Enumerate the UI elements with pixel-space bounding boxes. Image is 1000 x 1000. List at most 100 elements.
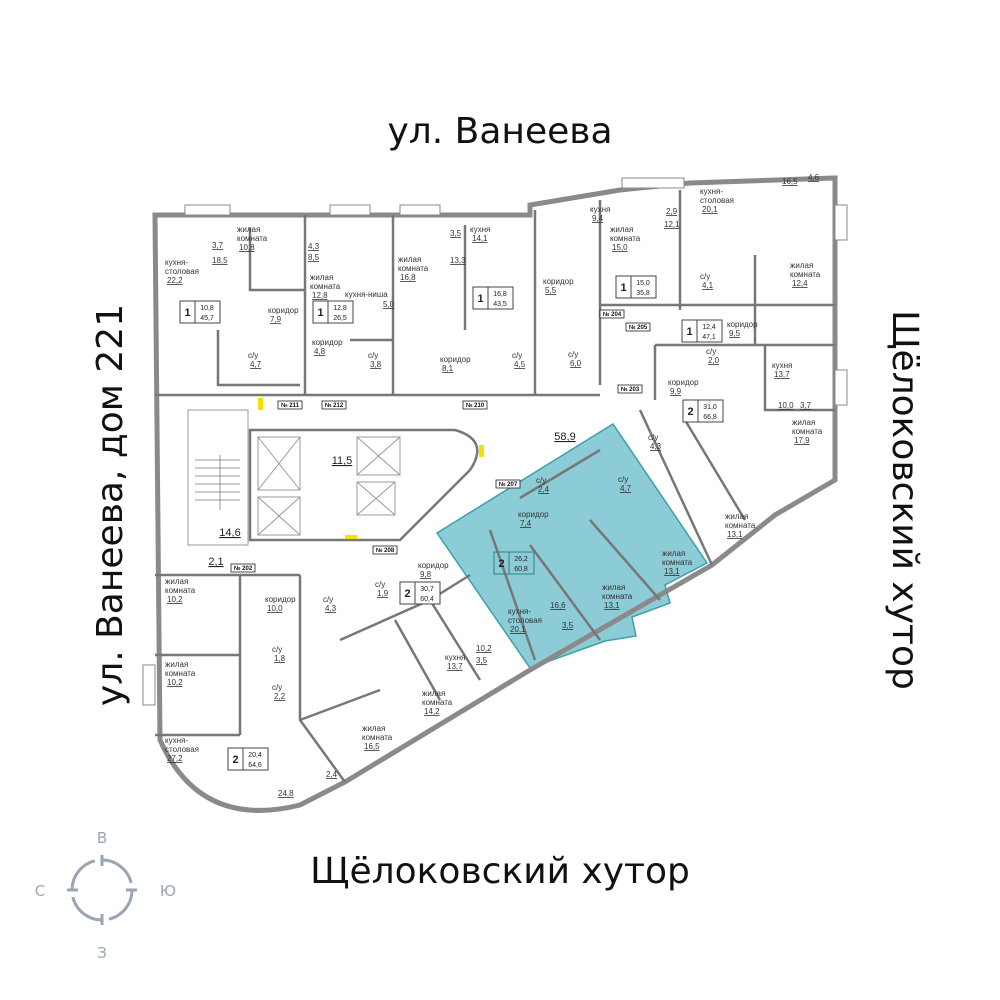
room-name: кухня xyxy=(470,225,490,234)
door-number-frame xyxy=(321,400,347,410)
building-core xyxy=(187,398,484,546)
room-area: 13,1 xyxy=(727,530,743,539)
room-name: коридор xyxy=(440,355,471,364)
room-name: с/у xyxy=(512,351,522,360)
room-name: комната xyxy=(362,733,393,742)
room-name: с/у xyxy=(368,351,378,360)
dimension-value: 3,5 xyxy=(476,656,488,665)
room-name: жилая xyxy=(790,261,813,270)
total-area: 60,4 xyxy=(420,596,434,603)
dimension-value: 16,5 xyxy=(782,177,798,186)
rooms-count: 1 xyxy=(477,293,483,305)
common-area-value: 11,5 xyxy=(332,455,353,467)
room-area: 1,9 xyxy=(377,589,389,598)
room-area: 9,5 xyxy=(729,329,741,338)
room-name: с/у xyxy=(568,350,578,359)
apartment-door-number: № 202 xyxy=(234,565,253,572)
dimension-value: 3,5 xyxy=(450,229,462,238)
room-name: с/у xyxy=(536,476,546,485)
room-name: коридор xyxy=(265,595,296,604)
room-name: с/у xyxy=(618,475,628,484)
room-area: 27,2 xyxy=(167,754,183,763)
room-area: 4,7 xyxy=(620,484,632,493)
room-name: комната xyxy=(610,234,641,243)
apartment-badge[interactable] xyxy=(227,747,269,771)
room-name: комната xyxy=(602,592,633,601)
windows xyxy=(142,177,848,706)
room-area: 10,8 xyxy=(239,243,255,252)
common-area-value: 58,9 xyxy=(554,431,575,443)
room-labels: жилаякомната10,8кухня-столовая22,2коридо… xyxy=(165,173,823,798)
apartment-door-number: № 204 xyxy=(603,311,622,318)
room-area: 22,2 xyxy=(167,276,183,285)
living-area: 20,4 xyxy=(248,752,262,759)
room-name: коридор xyxy=(518,510,549,519)
room-name: жилая xyxy=(662,549,685,558)
total-area: 64,6 xyxy=(248,762,262,769)
room-name: столовая xyxy=(165,267,199,276)
apartment-door-number: № 205 xyxy=(629,324,648,331)
room-area: 4,1 xyxy=(702,281,714,290)
compass-east: Ю xyxy=(160,882,176,900)
room-area: 5,0 xyxy=(383,300,395,309)
room-name: комната xyxy=(165,586,196,595)
door-marker xyxy=(258,398,263,410)
apartment-badge[interactable] xyxy=(615,275,657,299)
badge-frame xyxy=(615,275,657,299)
room-area: 16,5 xyxy=(364,742,380,751)
badge-frame xyxy=(682,399,724,423)
apartment-badge[interactable] xyxy=(682,399,724,423)
apartment-badge[interactable] xyxy=(399,581,441,605)
common-area-value: 2,1 xyxy=(208,556,223,568)
room-name: жилая xyxy=(610,225,633,234)
apartment-badge[interactable] xyxy=(179,300,221,324)
highlighted-apartment[interactable] xyxy=(435,422,709,669)
door-number-frame xyxy=(230,563,256,573)
room-area: 2,0 xyxy=(708,356,720,365)
door-number-frame xyxy=(625,322,651,332)
room-name: с/у xyxy=(272,645,282,654)
staircase xyxy=(195,455,240,510)
room-area: 4,7 xyxy=(250,360,262,369)
room-name: жилая xyxy=(422,689,445,698)
rooms-count: 2 xyxy=(498,558,504,570)
rooms-count: 1 xyxy=(184,307,190,319)
room-area: 9,8 xyxy=(420,570,432,579)
room-name: коридор xyxy=(268,306,299,315)
room-name: комната xyxy=(662,558,693,567)
room-area: 17,9 xyxy=(794,436,810,445)
room-area: 13,1 xyxy=(604,601,620,610)
room-area: 10,2 xyxy=(167,595,183,604)
compass-west: С xyxy=(35,882,45,900)
room-name: комната xyxy=(725,521,756,530)
badge-frame xyxy=(681,319,723,343)
rooms-count: 2 xyxy=(687,406,693,418)
badge-frame xyxy=(312,300,354,324)
room-name: кухня-ниша xyxy=(345,290,388,299)
living-area: 30,7 xyxy=(420,586,434,593)
badge-frame xyxy=(493,551,535,575)
room-name: коридор xyxy=(727,320,758,329)
room-name: жилая xyxy=(602,583,625,592)
apartment-badge[interactable] xyxy=(681,319,723,343)
street-label-right: Щёлоковский хутор xyxy=(884,310,925,690)
room-name: кухня- xyxy=(165,258,188,267)
apartment-badge[interactable] xyxy=(312,300,354,324)
room-name: с/у xyxy=(375,580,385,589)
rooms-count: 1 xyxy=(620,282,626,294)
dimension-value: 18,5 xyxy=(212,256,228,265)
room-area: 16,8 xyxy=(400,273,416,282)
room-name: кухня- xyxy=(508,607,531,616)
room-name: жилая xyxy=(725,512,748,521)
apartment-door-number: № 212 xyxy=(325,402,344,409)
dimension-value: 10,2 xyxy=(476,644,492,653)
rooms-count: 1 xyxy=(317,307,323,319)
apartment-badge[interactable] xyxy=(493,551,535,575)
badge-frame xyxy=(472,286,514,310)
dimension-value: 2,4 xyxy=(326,770,338,779)
room-area: 13,1 xyxy=(664,567,680,576)
living-area: 12,8 xyxy=(333,305,347,312)
apartment-badge[interactable] xyxy=(472,286,514,310)
apartment-door-number: № 203 xyxy=(621,386,640,393)
